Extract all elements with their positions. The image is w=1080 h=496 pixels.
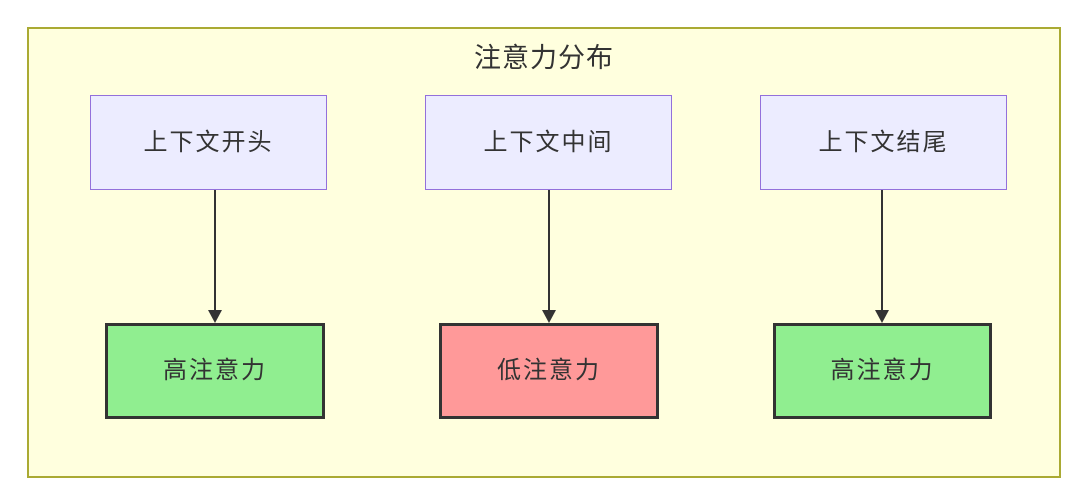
- node-high-attention-1-label: 高注意力: [163, 357, 267, 384]
- node-high-attention-1: 高注意力: [105, 323, 325, 419]
- node-low-attention-label: 低注意力: [497, 357, 601, 384]
- arrow-beginning-to-high: [208, 190, 222, 323]
- arrow-head-icon: [542, 310, 556, 323]
- node-high-attention-2-label: 高注意力: [830, 357, 935, 384]
- arrow-head-icon: [208, 310, 222, 323]
- node-context-end-label: 上下文结尾: [818, 128, 949, 156]
- arrow-middle-to-low: [542, 190, 556, 323]
- node-context-beginning-label: 上下文开头: [143, 128, 274, 156]
- cluster-title: 注意力分布: [474, 43, 614, 73]
- arrow-line: [214, 190, 216, 311]
- arrow-line: [548, 190, 550, 311]
- node-low-attention: 低注意力: [439, 323, 659, 419]
- node-context-middle-label: 上下文中间: [483, 128, 614, 156]
- node-context-middle: 上下文中间: [425, 95, 672, 190]
- node-context-end: 上下文结尾: [760, 95, 1007, 190]
- arrow-line: [881, 190, 883, 311]
- attention-distribution-cluster: 注意力分布 上下文开头 上下文中间 上下文结尾 高注意力 低注意力: [27, 27, 1061, 478]
- node-context-beginning: 上下文开头: [90, 95, 327, 190]
- arrow-end-to-high: [875, 190, 889, 323]
- node-high-attention-2: 高注意力: [773, 323, 992, 419]
- arrow-head-icon: [875, 310, 889, 323]
